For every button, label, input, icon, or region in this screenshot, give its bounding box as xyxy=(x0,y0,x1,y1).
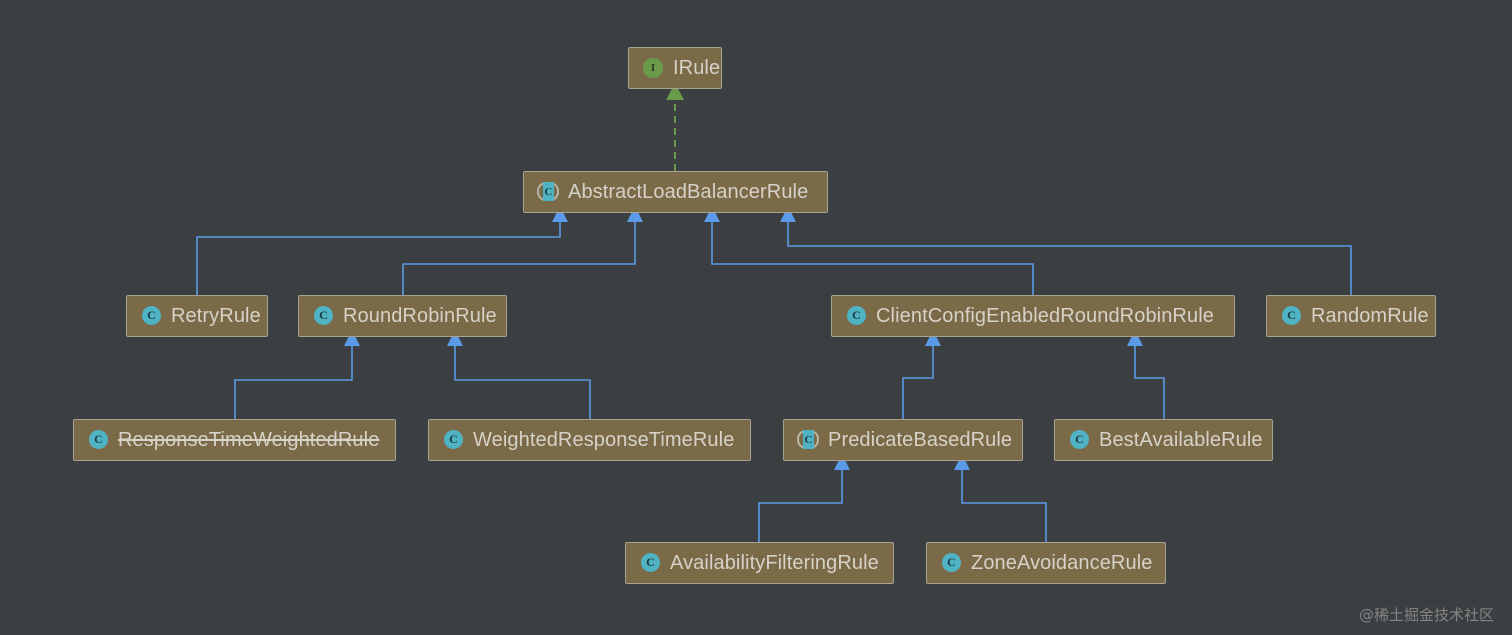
class-node-irule[interactable]: I IRule xyxy=(628,47,722,89)
class-icon: C xyxy=(1068,429,1090,451)
class-node-responsetimeweightedrule[interactable]: C ResponseTimeWeightedRule xyxy=(73,419,396,461)
class-node-roundrobinrule[interactable]: C RoundRobinRule xyxy=(298,295,507,337)
abstract-bracket-left xyxy=(537,182,546,201)
icon-letter: C xyxy=(314,306,333,325)
class-node-randomrule[interactable]: C RandomRule xyxy=(1266,295,1436,337)
icon-letter: C xyxy=(1070,430,1089,449)
class-node-availabilityfilteringrule[interactable]: C AvailabilityFilteringRule xyxy=(625,542,894,584)
class-icon: C xyxy=(442,429,464,451)
icon-letter: C xyxy=(942,553,961,572)
icon-letter: C xyxy=(444,430,463,449)
abstract-class-icon: C xyxy=(797,429,819,451)
class-node-label: AvailabilityFilteringRule xyxy=(670,552,879,574)
class-node-label: BestAvailableRule xyxy=(1099,429,1263,451)
icon-letter: C xyxy=(89,430,108,449)
class-node-zoneavoidancerule[interactable]: C ZoneAvoidanceRule xyxy=(926,542,1166,584)
edge-roundrobinrule-to-abstractloadbalancerrule xyxy=(402,206,643,295)
class-node-label: RetryRule xyxy=(171,305,261,327)
class-icon: C xyxy=(639,552,661,574)
class-node-label: ResponseTimeWeightedRule xyxy=(118,429,380,451)
edge-weightedresponsetimerule-to-roundrobinrule xyxy=(447,330,591,419)
class-icon: C xyxy=(312,305,334,327)
class-icon: C xyxy=(87,429,109,451)
edge-retryrule-to-abstractloadbalancerrule xyxy=(196,206,568,295)
edge-predicatebasedrule-to-clientconfigenabledroundrobinrule xyxy=(902,330,941,419)
icon-letter: C xyxy=(641,553,660,572)
icon-letter: C xyxy=(847,306,866,325)
class-icon: C xyxy=(1280,305,1302,327)
class-icon: C xyxy=(140,305,162,327)
icon-letter: C xyxy=(142,306,161,325)
class-node-abstractloadbalancerrule[interactable]: C AbstractLoadBalancerRule xyxy=(523,171,828,213)
edge-clientconfigenabledroundrobinrule-to-abstractloadbalancerrule xyxy=(704,206,1034,295)
class-node-label: ClientConfigEnabledRoundRobinRule xyxy=(876,305,1214,327)
class-node-retryrule[interactable]: C RetryRule xyxy=(126,295,268,337)
class-node-clientconfigenabledroundrobinrule[interactable]: C ClientConfigEnabledRoundRobinRule xyxy=(831,295,1235,337)
class-node-label: PredicateBasedRule xyxy=(828,429,1013,451)
icon-letter: C xyxy=(1282,306,1301,325)
class-icon: C xyxy=(845,305,867,327)
icon-letter: I xyxy=(643,58,663,78)
edge-randomrule-to-abstractloadbalancerrule xyxy=(780,206,1352,295)
icon-letter: C xyxy=(543,182,554,201)
class-node-weightedresponsetimerule[interactable]: C WeightedResponseTimeRule xyxy=(428,419,751,461)
watermark: @稀土掘金技术社区 xyxy=(1358,606,1494,624)
abstract-class-icon: C xyxy=(537,181,559,203)
class-node-label: AbstractLoadBalancerRule xyxy=(568,181,809,203)
class-node-label: RandomRule xyxy=(1311,305,1429,327)
class-node-label: RoundRobinRule xyxy=(343,305,497,327)
class-node-label: ZoneAvoidanceRule xyxy=(971,552,1153,574)
class-node-label: WeightedResponseTimeRule xyxy=(473,429,735,451)
edge-responsetimeweightedrule-to-roundrobinrule xyxy=(234,330,360,419)
class-icon: C xyxy=(940,552,962,574)
class-node-label: IRule xyxy=(673,57,721,79)
interface-icon: I xyxy=(642,57,664,79)
edge-availabilityfilteringrule-to-predicatebasedrule xyxy=(758,454,850,542)
edge-zoneavoidancerule-to-predicatebasedrule xyxy=(954,454,1047,542)
abstract-bracket-left xyxy=(797,430,806,449)
class-node-bestavailablerule[interactable]: C BestAvailableRule xyxy=(1054,419,1273,461)
edge-abstractloadbalancerrule-to-irule xyxy=(666,83,684,171)
class-node-predicatebasedrule[interactable]: C PredicateBasedRule xyxy=(783,419,1023,461)
edge-bestavailablerule-to-clientconfigenabledroundrobinrule xyxy=(1127,330,1165,419)
icon-letter: C xyxy=(803,430,814,449)
